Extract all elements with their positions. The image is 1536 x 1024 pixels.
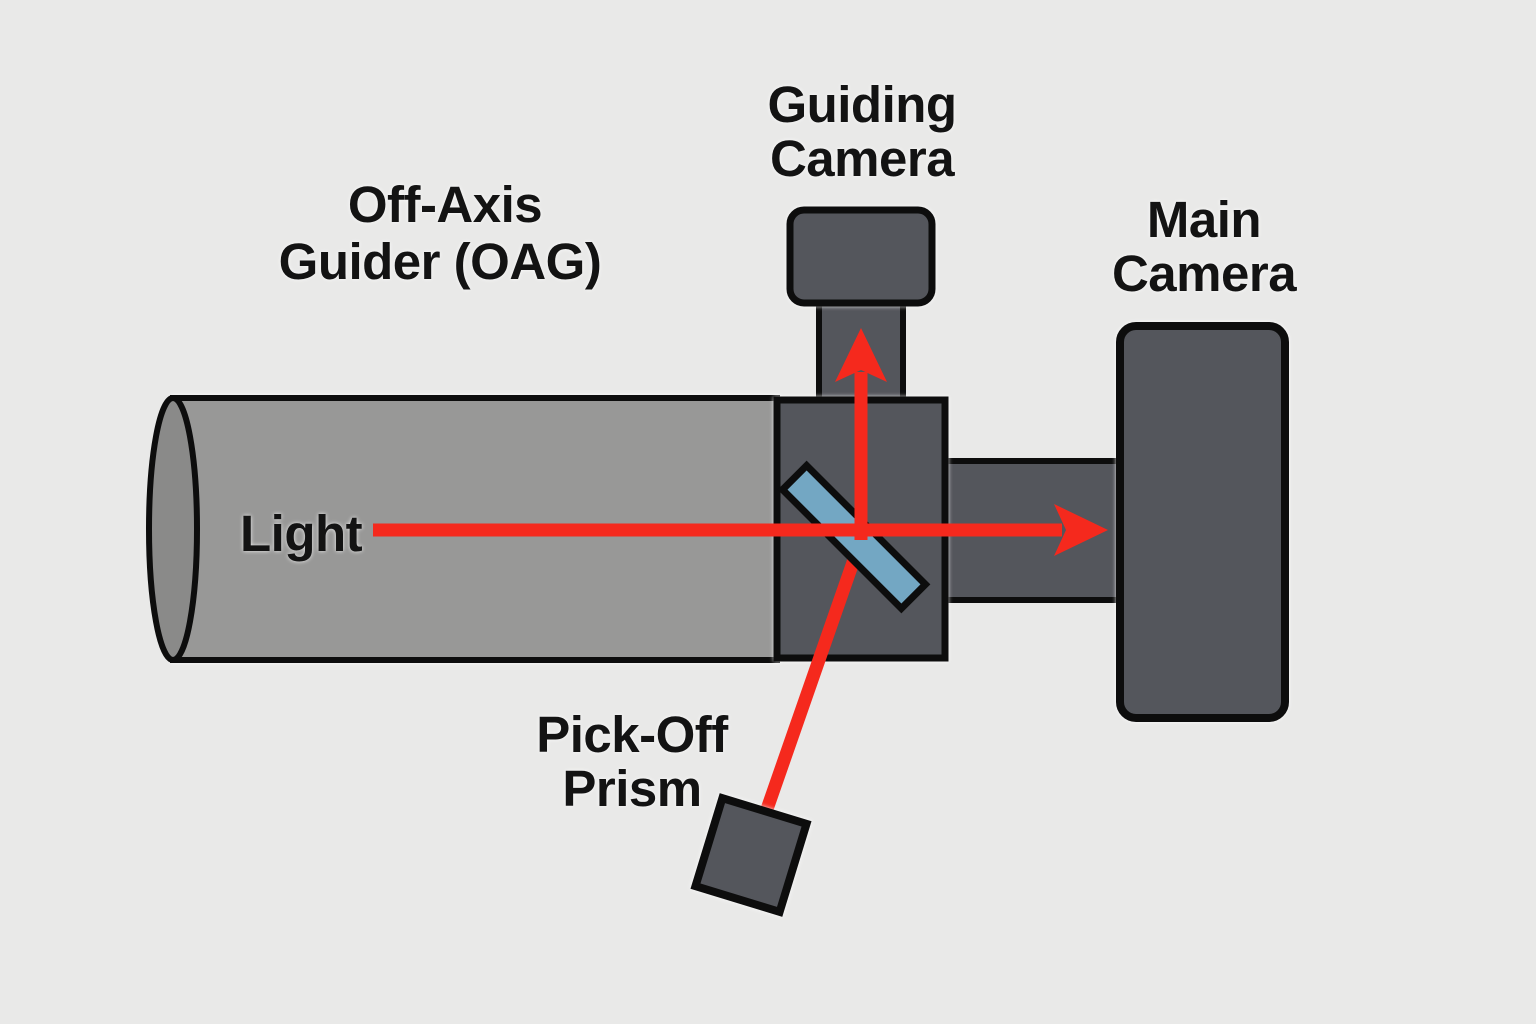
- label-main-camera-line2: Camera: [1112, 245, 1297, 302]
- label-main-camera-line1: Main: [1147, 191, 1261, 248]
- label-pick-off-prism-line2: Prism: [562, 760, 701, 817]
- label-guiding-camera-line2: Camera: [770, 130, 955, 187]
- main-camera-body: [1116, 322, 1289, 722]
- label-oag-line2: Guider (OAG): [279, 233, 602, 290]
- label-oag-line1: Off-Axis: [348, 176, 542, 233]
- guiding-camera-body: [786, 206, 936, 307]
- label-pick-off-prism-line1: Pick-Off: [536, 706, 729, 763]
- tube-front-ellipse: [146, 395, 200, 663]
- light-ray-arrowhead-right: [1054, 504, 1108, 556]
- light-ray-arrowhead-up: [835, 328, 887, 382]
- prism-mount-square: [690, 793, 812, 917]
- label-light: Light: [240, 505, 363, 562]
- label-guiding-camera-line1: Guiding: [767, 76, 956, 133]
- pick-off-ray: [759, 545, 865, 815]
